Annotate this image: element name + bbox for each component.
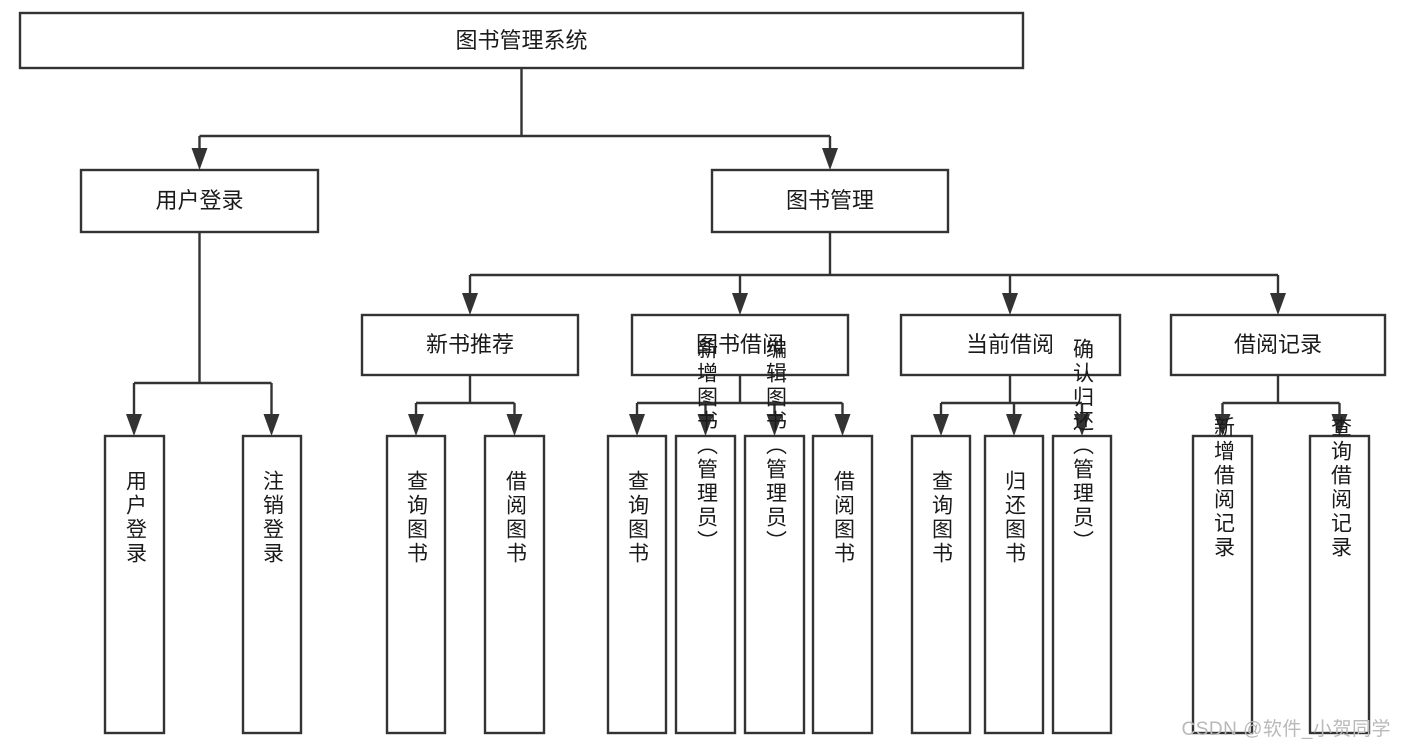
arrowhead-borrow-record [1270,293,1286,315]
node-leaf-edit-book-admin[interactable]: 编辑图书（管理员） [743,338,806,735]
node-leaf-query-book-3-box[interactable] [910,434,972,735]
node-new-book-recommend-box[interactable] [360,313,580,377]
arrowhead-leaf-borrow-book-1 [506,414,523,436]
node-leaf-user-login-label: 用户登录 [124,470,148,566]
node-leaf-query-book-3-label: 查询图书 [930,470,954,566]
node-book-manage-box[interactable] [710,168,950,234]
arrowhead-leaf-query-borrow-record [1331,414,1348,436]
node-book-borrow[interactable]: 图书借阅 [630,313,850,377]
edge-book-borrow-trunk [635,375,844,418]
edge-current-borrow-trunk [939,375,1084,418]
arrowhead-leaf-edit-book-admin [766,414,783,436]
arrowhead-user-login [191,148,208,170]
arrowhead-leaf-add-borrow-record [1214,414,1231,436]
node-current-borrow-label: 当前借阅 [966,332,1054,357]
arrowhead-leaf-borrow-book-2 [834,414,851,436]
node-leaf-logout-login-label: 注销登录 [261,470,285,566]
node-leaf-add-borrow-record-label: 新增借阅记录 [1212,416,1236,560]
node-leaf-confirm-return-admin[interactable]: 确认归还（管理员） [1051,338,1113,735]
node-leaf-return-book-box[interactable] [983,434,1045,735]
node-leaf-query-book-1[interactable]: 查询图书 [385,434,447,735]
node-user-login-box[interactable] [79,168,320,234]
node-leaf-query-book-1-label: 查询图书 [405,470,429,566]
node-leaf-query-book-1-box[interactable] [385,434,447,735]
node-leaf-edit-book-admin-box[interactable] [743,434,806,735]
arrowhead-leaf-user-login [126,414,142,436]
node-book-borrow-label: 图书借阅 [696,332,784,357]
node-leaf-add-book-admin-label: 新增图书（管理员） [695,338,719,554]
node-leaf-borrow-book-1-label: 借阅图书 [504,470,528,566]
edge-book-manage-trunk [468,232,1280,297]
node-leaf-query-book-2-label: 查询图书 [626,470,650,566]
node-leaf-logout-login[interactable]: 注销登录 [241,434,303,735]
node-leaf-query-borrow-record-label: 查询借阅记录 [1329,416,1353,560]
node-borrow-record-label: 借阅记录 [1234,332,1322,357]
arrowhead-leaf-query-book-2 [629,414,645,436]
node-leaf-confirm-return-admin-label: 确认归还（管理员） [1071,338,1095,554]
edge-root-trunk [198,68,832,152]
node-root-label: 图书管理系统 [455,28,587,53]
node-user-login-label: 用户登录 [155,188,243,213]
arrowhead-book-manage [822,148,838,170]
node-book-manage-label: 图书管理 [786,188,874,213]
edge-new-book-recommend-trunk [414,375,516,418]
node-leaf-return-book-label: 归还图书 [1003,470,1027,566]
arrowhead-new-book-recommend [462,293,478,315]
node-leaf-query-book-2-box[interactable] [606,434,668,735]
node-leaf-add-book-admin[interactable]: 新增图书（管理员） [674,338,737,735]
node-leaf-user-login-box[interactable] [103,434,166,735]
arrowhead-current-borrow [1002,293,1018,315]
node-borrow-record[interactable]: 借阅记录 [1169,313,1387,377]
edge-layer [126,68,1348,436]
node-leaf-add-borrow-record-box[interactable] [1191,434,1254,735]
node-leaf-borrow-book-2-label: 借阅图书 [832,470,856,566]
node-leaf-borrow-book-1-box[interactable] [483,434,546,735]
node-book-borrow-box[interactable] [630,313,850,377]
edge-user-login-trunk [132,232,273,418]
node-current-borrow-box[interactable] [899,313,1122,377]
node-leaf-query-book-2[interactable]: 查询图书 [606,434,668,735]
node-new-book-recommend-label: 新书推荐 [426,332,514,357]
arrowhead-leaf-confirm-return-admin [1074,414,1090,436]
node-leaf-borrow-book-1[interactable]: 借阅图书 [483,434,546,735]
node-leaf-borrow-book-2[interactable]: 借阅图书 [811,434,874,735]
node-leaf-return-book[interactable]: 归还图书 [983,434,1045,735]
node-leaf-query-borrow-record[interactable]: 查询借阅记录 [1308,416,1371,735]
arrowhead-leaf-add-book-admin [697,414,714,436]
arrowhead-book-borrow [732,293,748,315]
node-root[interactable]: 图书管理系统 [18,11,1025,70]
node-user-login[interactable]: 用户登录 [79,168,320,234]
edge-borrow-record-trunk [1221,375,1341,418]
arrowhead-leaf-query-book-3 [933,414,949,436]
node-new-book-recommend[interactable]: 新书推荐 [360,313,580,377]
node-current-borrow[interactable]: 当前借阅 [899,313,1122,377]
node-leaf-logout-login-box[interactable] [241,434,303,735]
node-leaf-add-book-admin-box[interactable] [674,434,737,735]
node-root-box[interactable] [18,11,1025,70]
node-leaf-edit-book-admin-label: 编辑图书（管理员） [764,338,788,554]
node-leaf-query-borrow-record-box[interactable] [1308,434,1371,735]
node-leaf-confirm-return-admin-box[interactable] [1051,434,1113,735]
node-leaf-borrow-book-2-box[interactable] [811,434,874,735]
node-leaf-user-login[interactable]: 用户登录 [103,434,166,735]
node-book-manage[interactable]: 图书管理 [710,168,950,234]
node-borrow-record-box[interactable] [1169,313,1387,377]
node-leaf-add-borrow-record[interactable]: 新增借阅记录 [1191,416,1254,735]
arrowhead-leaf-query-book-1 [408,414,424,436]
arrowhead-leaf-return-book [1006,414,1022,436]
arrowhead-leaf-logout-login [263,414,280,436]
node-leaf-query-book-3[interactable]: 查询图书 [910,434,972,735]
